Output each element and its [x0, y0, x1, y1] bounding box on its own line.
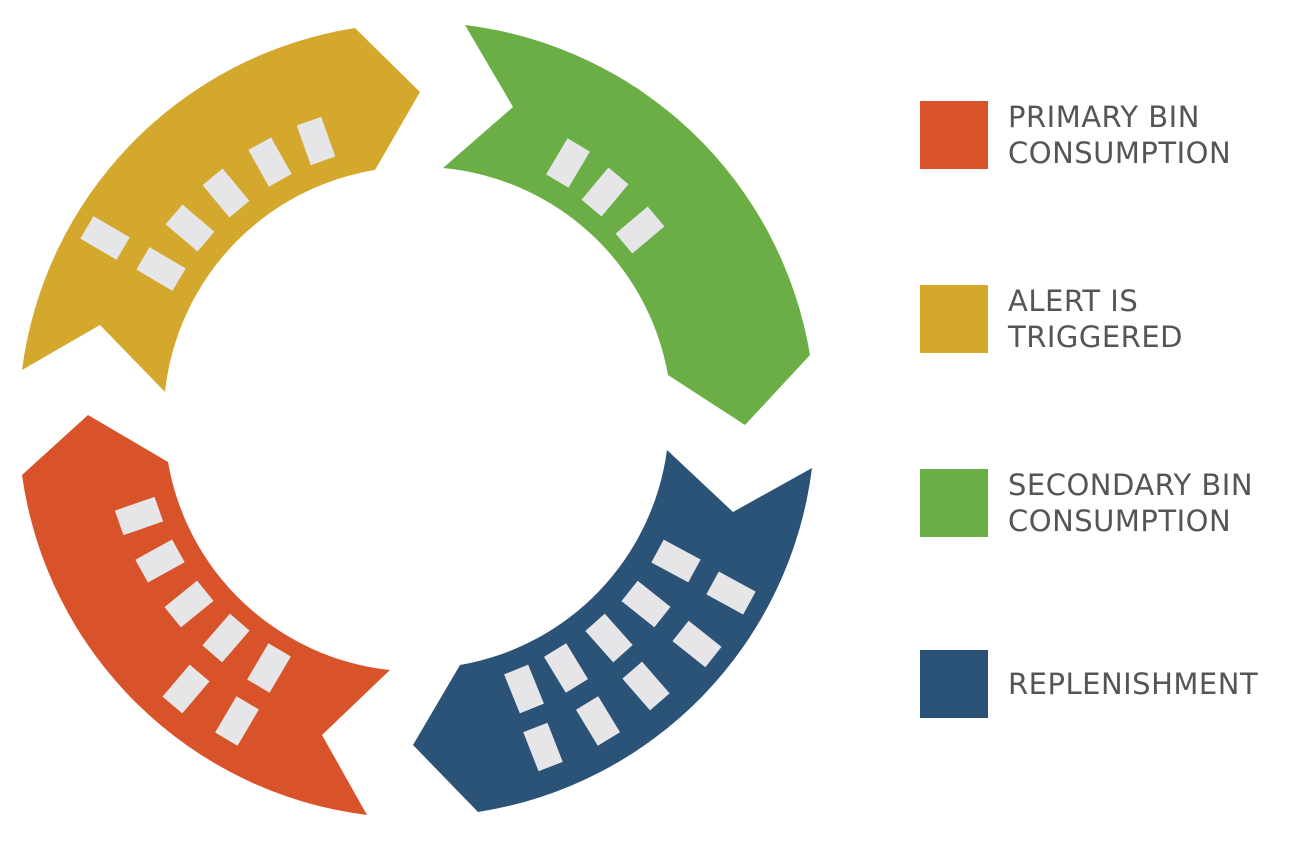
cycle-diagram [22, 25, 812, 815]
bin-icon [621, 580, 671, 628]
cycle-arrow-primary-bin-consumption [22, 415, 390, 815]
legend-swatch [920, 101, 988, 169]
bin-icon [80, 216, 130, 260]
legend-label: SECONDARY BIN CONSUMPTION [1008, 468, 1254, 538]
legend-item-primary-bin-consumption: PRIMARY BIN CONSUMPTION [920, 99, 1231, 171]
bin-icon [165, 204, 215, 252]
legend-swatch [920, 650, 988, 718]
bin-icon [202, 168, 250, 218]
legend-item-secondary-bin-consumption: SECONDARY BIN CONSUMPTION [920, 467, 1253, 539]
bin-icon [546, 138, 590, 188]
bin-icon [575, 696, 621, 746]
bin-icon [651, 539, 701, 583]
bin-icon [523, 722, 563, 772]
legend-label: ALERT IS TRIGGERED [1008, 284, 1183, 354]
bin-icon [247, 643, 291, 693]
bin-icon [504, 664, 544, 714]
bin-icon [215, 696, 259, 746]
legend-swatch [920, 285, 988, 353]
bin-icon [248, 137, 292, 187]
bin-icon [164, 580, 214, 628]
cycle-arrow-alert-triggered [22, 28, 420, 392]
bin-icon [581, 167, 629, 217]
bin-icon [543, 643, 589, 693]
bin-icon [114, 496, 164, 536]
bin-icon [135, 539, 185, 583]
bin-icon [706, 571, 756, 615]
legend-label: PRIMARY BIN CONSUMPTION [1008, 100, 1232, 170]
bin-icon [202, 613, 250, 663]
bin-icon [136, 247, 186, 291]
legend-item-alert-triggered: ALERT IS TRIGGERED [920, 283, 1183, 355]
legend-item-replenishment: REPLENISHMENT [920, 650, 1258, 718]
legend-swatch [920, 469, 988, 537]
bin-icon [622, 661, 670, 711]
bin-icon [585, 613, 633, 663]
legend-label: REPLENISHMENT [1008, 667, 1259, 701]
bin-icon [162, 664, 210, 714]
bin-icon [672, 620, 722, 668]
bin-icon [296, 116, 336, 166]
bin-icon [615, 206, 665, 254]
